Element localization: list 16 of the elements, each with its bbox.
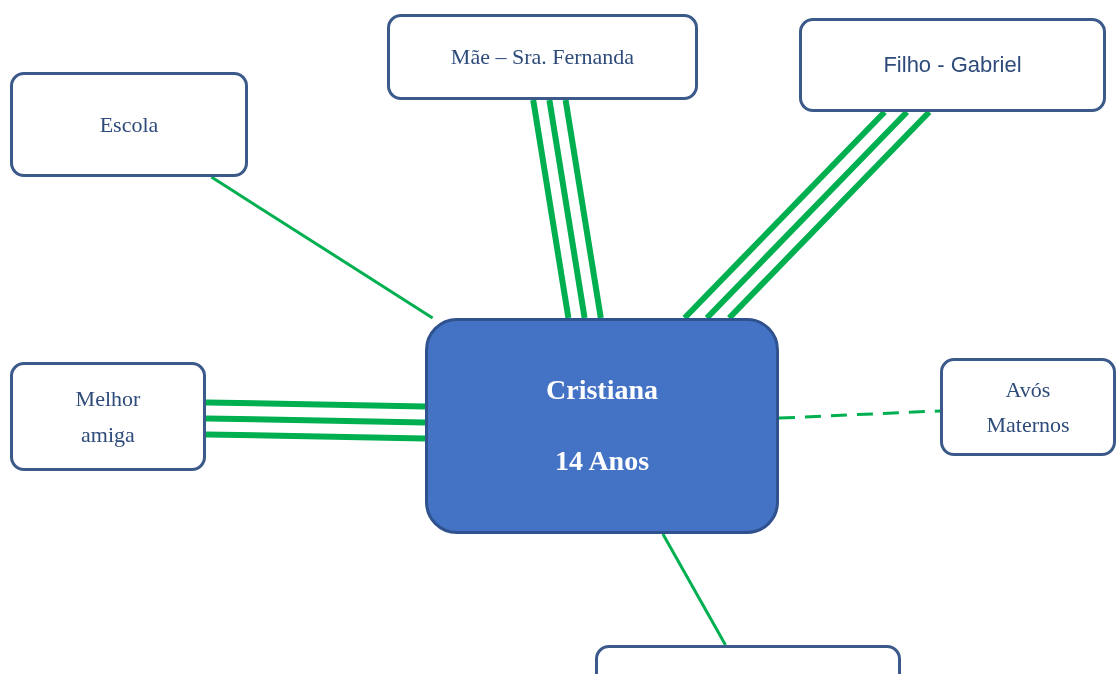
weak-connection-line — [778, 409, 941, 420]
person-label: Cristiana — [545, 373, 659, 408]
relation-box — [10, 72, 248, 177]
relation-label: Mãe – Sra. Fernanda — [449, 43, 636, 72]
connection-line — [210, 175, 434, 320]
relation-box — [387, 14, 698, 100]
relation-box — [940, 358, 1116, 456]
relation-label: Avós Maternos — [985, 375, 1071, 439]
relation-box — [10, 362, 206, 471]
central-person-box — [425, 318, 779, 534]
connection-line — [661, 533, 727, 646]
relation-label: Escola — [98, 110, 160, 139]
relation-label: Melhor amiga — [74, 385, 142, 449]
relation-box — [799, 18, 1106, 112]
person-label: 14 Anos — [553, 444, 651, 478]
relation-label: Filho - Gabriel — [882, 51, 1023, 80]
